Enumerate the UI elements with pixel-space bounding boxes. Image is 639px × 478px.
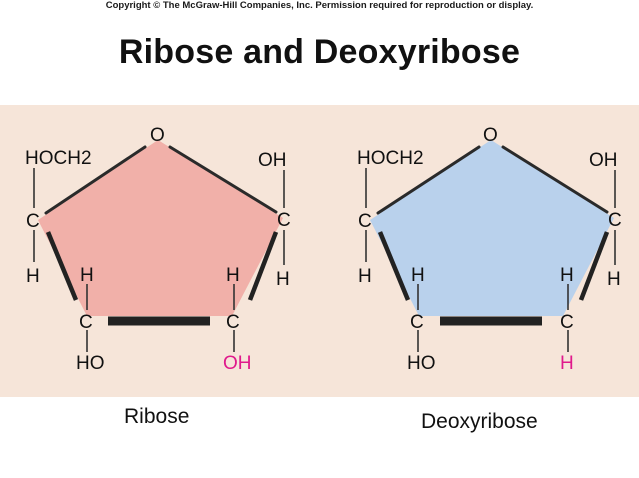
deoxyribose-bond-c4-c3 [377,231,411,301]
deoxyribose-c4-carbon: C [358,211,372,232]
deoxyribose-c3-carbon: C [410,312,424,333]
ribose-hoch2-group: HOCH2 [25,148,92,169]
deoxyribose-bond-o-c4 [376,145,481,215]
deoxyribose-c1-hydrogen: H [607,269,621,290]
ribose-ring-oxygen: O [150,125,165,146]
deoxyribose-c1-hydroxyl: OH [589,150,618,171]
page-title: Ribose and Deoxyribose [118,33,521,71]
ribose-bond-o-c1 [168,145,278,214]
deoxyribose-c2-hydrogen: H [560,265,574,286]
ribose-c3-hydrogen: H [80,265,94,286]
copyright-notice: Copyright © The McGraw-Hill Companies, I… [105,0,534,11]
deoxyribose-c1-carbon: C [608,210,622,231]
ribose-structure: O HOCH2 C H OH C H H C HO H C OH [25,125,291,374]
deoxyribose-c4-hydrogen: H [358,266,372,287]
deoxyribose-caption: Deoxyribose [421,410,538,433]
ribose-c1-hydrogen: H [276,269,290,290]
ribose-c3-carbon: C [79,312,93,333]
ribose-caption: Ribose [124,405,190,428]
ribose-c4-carbon: C [26,211,40,232]
ribose-c3-hydroxyl: HO [76,353,105,374]
deoxyribose-c2-highlight-substituent: H [560,353,574,374]
ribose-ring [38,140,283,316]
deoxyribose-structure: O HOCH2 C H OH C H H C HO H C H [357,125,622,374]
deoxyribose-ring [370,140,614,316]
deoxyribose-c3-hydrogen: H [411,265,425,286]
deoxyribose-bond-o-c1 [501,145,609,214]
deoxyribose-bond-c1-c2 [578,231,610,301]
deoxyribose-c2-carbon: C [560,312,574,333]
deoxyribose-c3-hydroxyl: HO [407,353,436,374]
ribose-c1-carbon: C [277,210,291,231]
ribose-c2-hydrogen: H [226,265,240,286]
ribose-c4-hydrogen: H [26,266,40,287]
ribose-c2-highlight-substituent: OH [223,353,252,374]
ribose-c2-carbon: C [226,312,240,333]
deoxyribose-hoch2-group: HOCH2 [357,148,424,169]
ribose-c1-hydroxyl: OH [258,150,287,171]
ribose-bond-c1-c2 [247,231,279,301]
ribose-bond-o-c4 [44,145,147,215]
deoxyribose-ring-oxygen: O [483,125,498,146]
ribose-bond-c4-c3 [45,231,79,301]
